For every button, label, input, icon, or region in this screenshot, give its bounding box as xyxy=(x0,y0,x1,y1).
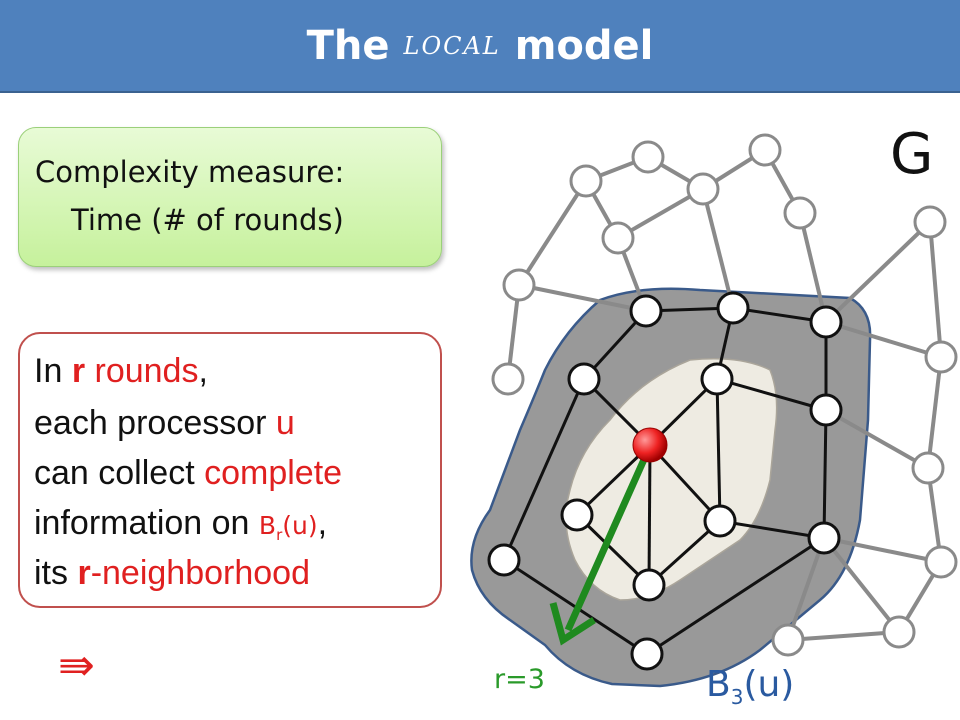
text: information on xyxy=(34,504,259,542)
graph-node xyxy=(700,362,734,396)
graph-node xyxy=(924,340,958,374)
graph-node xyxy=(632,568,666,602)
implies-arrow: ⇛ xyxy=(58,640,95,691)
neighborhood-word: -neighborhood xyxy=(90,554,310,592)
text: In xyxy=(34,352,72,390)
ball-label: B3(u) xyxy=(706,664,794,709)
text: , xyxy=(198,352,208,390)
title-bar: The LOCAL model xyxy=(0,0,960,93)
text: , xyxy=(317,504,328,542)
rounds-line5: its r-neighborhood xyxy=(34,554,310,593)
ball-label-sub: 3 xyxy=(730,685,744,710)
title-post: model xyxy=(514,22,654,69)
graph-node xyxy=(748,133,782,167)
graph-node xyxy=(924,545,958,579)
graph-node xyxy=(560,498,594,532)
ball-u: (u) xyxy=(282,511,318,540)
graph-node xyxy=(716,291,750,325)
graph-node xyxy=(631,140,665,174)
graph-node xyxy=(783,196,817,230)
graph-node xyxy=(882,615,916,649)
radius-arrow xyxy=(549,453,650,646)
ball-nodes xyxy=(487,291,843,671)
rounds-line2: each processor u xyxy=(34,404,295,443)
ball-sub: r xyxy=(276,526,283,544)
graph-node xyxy=(567,362,601,396)
graph-node xyxy=(913,205,947,239)
ball-label-b: B xyxy=(706,664,731,705)
complexity-line2: Time (# of rounds) xyxy=(71,203,344,237)
graph-node xyxy=(601,221,635,255)
ball-b: B xyxy=(258,511,277,540)
rounds-box: In r rounds, each processor u can collec… xyxy=(18,332,442,608)
text: each processor xyxy=(34,404,276,442)
graph-node xyxy=(807,521,841,555)
graph-node xyxy=(686,172,720,206)
u-var: u xyxy=(275,404,295,442)
graph-node xyxy=(629,294,663,328)
rounds-word: rounds xyxy=(85,352,199,390)
graph-node xyxy=(703,504,737,538)
graph-node xyxy=(771,623,805,657)
graph-node xyxy=(809,393,843,427)
graph-label: G xyxy=(890,122,934,187)
graph-node xyxy=(491,362,525,396)
r-var: r xyxy=(71,352,86,390)
graph-node xyxy=(569,164,603,198)
ball-label-u: (u) xyxy=(743,664,795,705)
graph-node xyxy=(809,305,843,339)
rounds-line4: information on Br(u), xyxy=(34,504,327,544)
ball-term: Br(u) xyxy=(258,511,318,544)
center-node-u xyxy=(632,427,668,463)
graph-node xyxy=(911,451,945,485)
complexity-line1: Complexity measure: xyxy=(35,155,345,189)
complexity-box: Complexity measure: Time (# of rounds) xyxy=(18,127,442,267)
title-pre: The xyxy=(306,22,390,69)
outer-nodes xyxy=(491,133,958,657)
graph-node xyxy=(502,268,536,302)
graph-node xyxy=(630,637,664,671)
title-local: LOCAL xyxy=(403,31,501,60)
r-var: r xyxy=(77,554,91,592)
radius-label: r=3 xyxy=(494,664,545,695)
rounds-line3: can collect complete xyxy=(34,454,342,493)
text: its xyxy=(34,554,78,592)
text: can collect xyxy=(34,454,205,492)
rounds-line1: In r rounds, xyxy=(34,352,208,391)
graph-node xyxy=(487,543,521,577)
complete-word: complete xyxy=(204,454,343,492)
